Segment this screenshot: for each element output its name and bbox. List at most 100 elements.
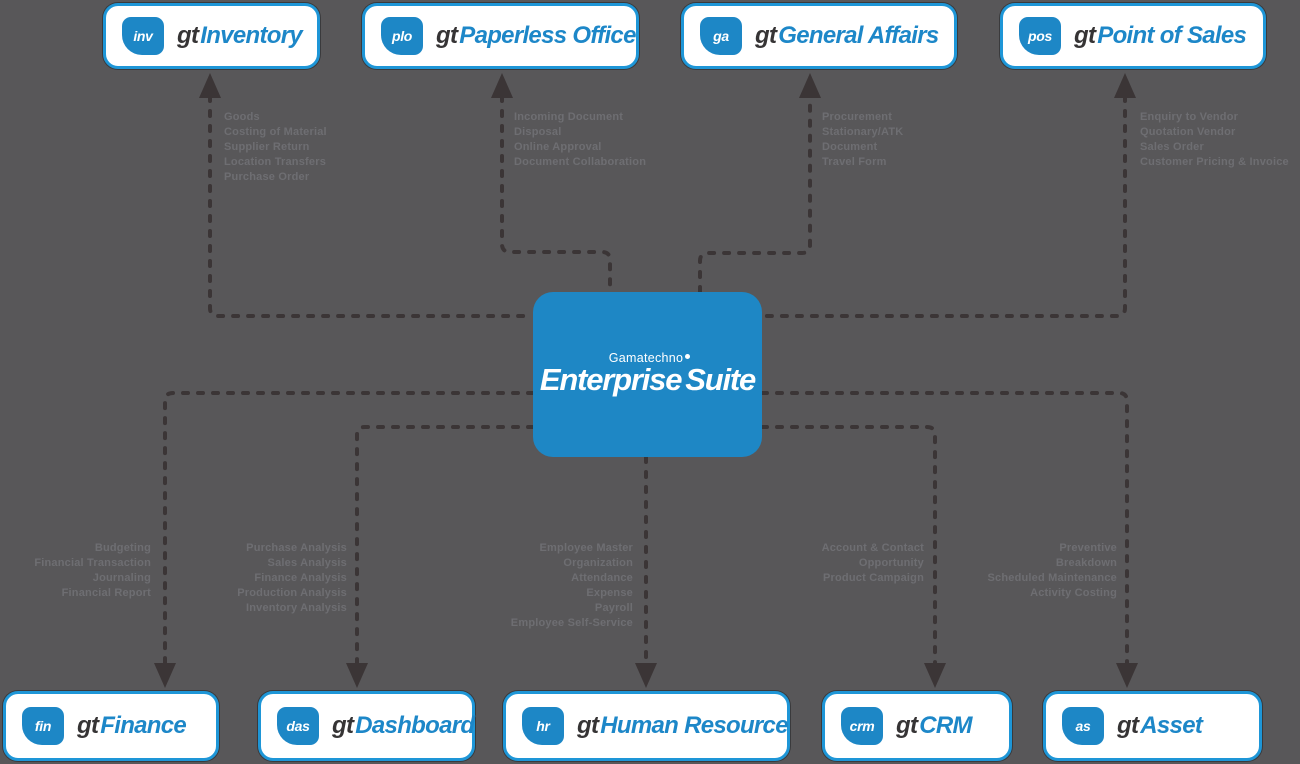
crm-icon-label: crm xyxy=(849,718,875,734)
feature-item: Payroll xyxy=(594,602,633,614)
module-title-paperless-office: gtPaperless Office xyxy=(436,22,636,49)
feature-item: Sales Order xyxy=(1140,141,1204,153)
feature-item: Procurement xyxy=(822,111,893,123)
module-gt-point-of-sales: pos gtPoint of Sales xyxy=(1000,3,1266,69)
feature-item: Purchase Analysis xyxy=(246,542,347,554)
feature-item: Employee Self-Service xyxy=(510,617,633,629)
feature-item: Travel Form xyxy=(822,156,887,168)
connector-finance xyxy=(163,391,535,668)
dashboard-icon: das xyxy=(277,707,319,745)
general-affairs-icon-label: ga xyxy=(713,28,729,44)
feature-item: Disposal xyxy=(514,126,562,138)
feature-item: Financial Transaction xyxy=(34,557,151,569)
feature-item: Supplier Return xyxy=(224,141,310,153)
feature-item: Sales Analysis xyxy=(267,557,347,569)
finance-icon: fin xyxy=(22,707,64,745)
inventory-icon-label: inv xyxy=(133,28,153,44)
module-gt-asset: as gtAsset xyxy=(1043,691,1262,761)
module-title-point-of-sales: gtPoint of Sales xyxy=(1074,22,1247,49)
module-title-inventory: gtInventory xyxy=(177,22,303,49)
feature-item: Account & Contact xyxy=(821,542,924,554)
brand-name: Gamatechno xyxy=(609,351,691,365)
asset-icon-label: as xyxy=(1075,718,1091,734)
arrowhead-finance xyxy=(154,663,176,688)
point-of-sales-icon-label: pos xyxy=(1028,28,1052,44)
module-gt-human-resource: hr gtHuman Resource xyxy=(503,691,790,761)
module-title-crm: gtCRM xyxy=(896,712,973,739)
product-logo-enterprise: Enterprise xyxy=(539,362,683,397)
feature-item: Employee Master xyxy=(539,542,633,554)
module-gt-crm: crm gtCRM xyxy=(822,691,1012,761)
module-title-asset: gtAsset xyxy=(1117,712,1203,739)
arrowhead-crm xyxy=(924,663,946,688)
feature-item: Incoming Document xyxy=(514,111,624,123)
finance-icon-label: fin xyxy=(34,718,52,734)
feature-item: Preventive xyxy=(1059,542,1117,554)
feature-item: Document Collaboration xyxy=(514,156,647,168)
arrowhead-inventory xyxy=(199,73,221,98)
feature-item: Customer Pricing & Invoice xyxy=(1140,156,1289,168)
connector-point-of-sales xyxy=(760,94,1127,318)
point-of-sales-icon: pos xyxy=(1019,17,1061,55)
feature-item: Quotation Vendor xyxy=(1140,126,1236,138)
module-title-dashboard: gtDashboard xyxy=(332,712,475,739)
feature-item: Production Analysis xyxy=(237,587,347,599)
arrowhead-general-affairs xyxy=(799,73,821,98)
module-gt-inventory: inv gtInventory xyxy=(103,3,320,69)
module-gt-paperless-office: plo gtPaperless Office xyxy=(362,3,639,69)
module-gt-finance: fin gtFinance xyxy=(3,691,219,761)
feature-item: Breakdown xyxy=(1055,557,1117,569)
feature-item: Attendance xyxy=(571,572,633,584)
connector-dashboard xyxy=(355,425,535,668)
asset-icon: as xyxy=(1062,707,1104,745)
feature-item: Scheduled Maintenance xyxy=(987,572,1117,584)
arrowhead-asset xyxy=(1116,663,1138,688)
feature-item: Goods xyxy=(224,111,260,123)
paperless-office-icon-label: plo xyxy=(391,28,413,44)
feature-item: Expense xyxy=(586,587,633,599)
crm-icon: crm xyxy=(841,707,883,745)
module-title-finance: gtFinance xyxy=(77,712,187,739)
feature-item: Financial Report xyxy=(61,587,151,599)
feature-item: Location Transfers xyxy=(224,156,327,168)
paperless-office-icon: plo xyxy=(381,17,423,55)
feature-item: Activity Costing xyxy=(1030,587,1117,599)
arrowhead-human-resource xyxy=(635,663,657,688)
human-resource-icon-label: hr xyxy=(536,718,550,734)
connector-paperless-office xyxy=(500,94,612,294)
feature-item: Opportunity xyxy=(858,557,924,569)
feature-item: Document xyxy=(822,141,878,153)
feature-item: Journaling xyxy=(92,572,151,584)
feature-item: Enquiry to Vendor xyxy=(1140,111,1239,123)
module-gt-general-affairs: ga gtGeneral Affairs xyxy=(681,3,957,69)
dashboard-icon-label: das xyxy=(286,718,310,734)
module-title-general-affairs: gtGeneral Affairs xyxy=(755,22,939,49)
product-logo-suite: Suite xyxy=(685,362,756,397)
arrowhead-point-of-sales xyxy=(1114,73,1136,98)
arrowhead-dashboard xyxy=(346,663,368,688)
feature-item: Organization xyxy=(563,557,633,569)
feature-item: Product Campaign xyxy=(823,572,924,584)
connector-asset xyxy=(760,391,1129,668)
feature-item: Costing of Material xyxy=(224,126,327,138)
feature-item: Finance Analysis xyxy=(254,572,347,584)
feature-item: Online Approval xyxy=(514,141,602,153)
connector-crm xyxy=(760,425,937,668)
arrowhead-paperless-office xyxy=(491,73,513,98)
module-gt-dashboard: das gtDashboard xyxy=(258,691,475,761)
feature-item: Stationary/ATK xyxy=(822,126,904,138)
feature-item: Budgeting xyxy=(94,542,151,554)
feature-item: Inventory Analysis xyxy=(245,602,347,614)
connector-inventory xyxy=(208,94,535,318)
module-title-human-resource: gtHuman Resource xyxy=(577,712,789,739)
